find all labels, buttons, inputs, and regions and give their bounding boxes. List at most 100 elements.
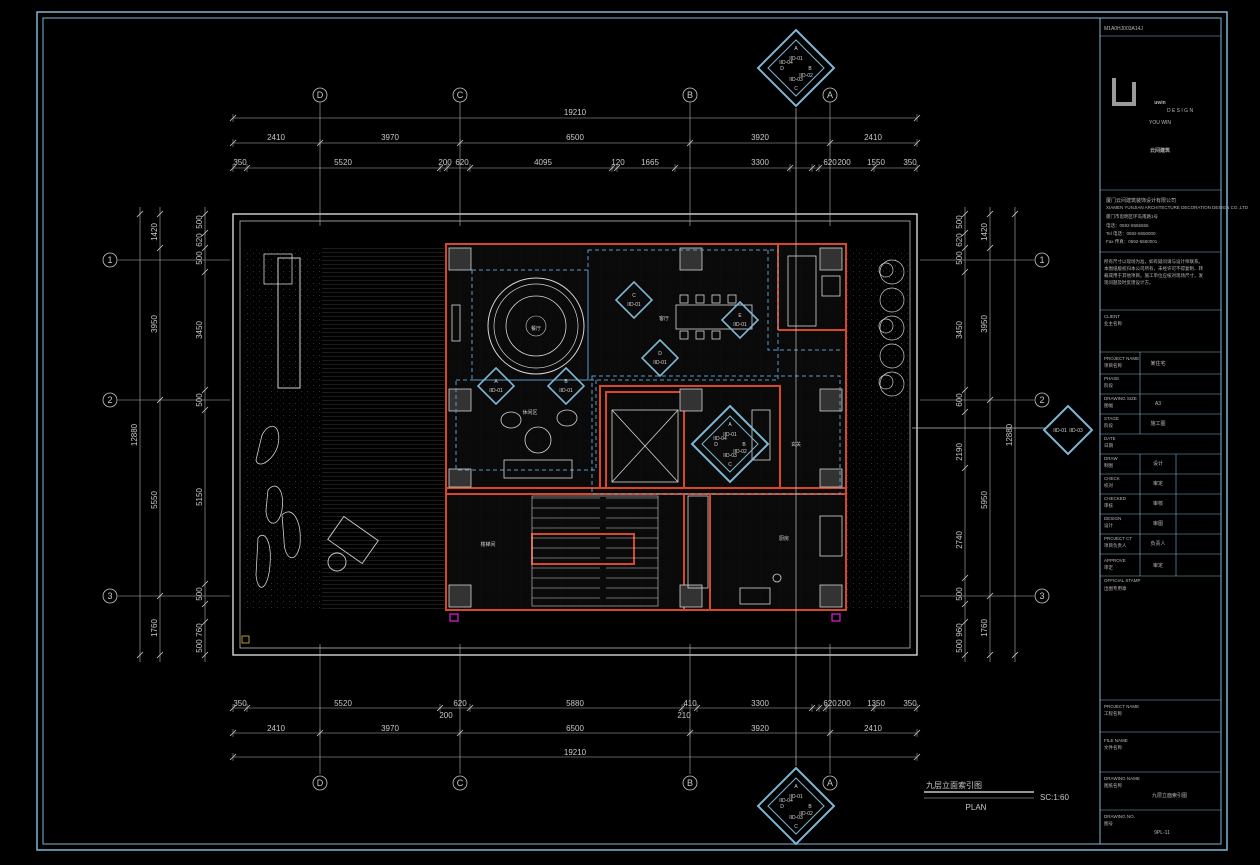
dim-top-row2: 6500 xyxy=(566,133,584,142)
tb-row-label: DRAWING SIZE xyxy=(1104,396,1137,401)
tb-drawing-name-label-cn: 图纸名称 xyxy=(1104,782,1122,789)
dim-bottom-row1: 350 xyxy=(903,699,917,708)
tb-drawing-no-label-cn: 图号 xyxy=(1104,821,1113,827)
plan-title-lines xyxy=(924,791,1034,799)
dim-top-row2: 2410 xyxy=(864,133,882,142)
tb-logo-cn: 云间建筑 xyxy=(1150,147,1170,154)
dim-bottom-row1: 3300 xyxy=(751,699,769,708)
room-dining: 餐厅 xyxy=(531,325,541,332)
marker-center-letter: D xyxy=(714,442,718,448)
tb-company-en: XIAMEN YUNJIAN ARCHITECTURE DECORATION D… xyxy=(1106,205,1249,210)
dim-top-row3: 200 xyxy=(837,158,851,167)
tb-row-value: 设计 xyxy=(1153,460,1163,467)
walls xyxy=(445,243,847,611)
dim-right-mid: 1420 xyxy=(980,223,989,241)
tb-pname-label-cn: 工程名称 xyxy=(1104,710,1122,717)
marker-small-letter: E xyxy=(738,313,742,319)
tb-row-label: PHASE xyxy=(1104,376,1119,381)
tb-row-label-cn: 项目负责人 xyxy=(1104,542,1127,549)
marker-small-code: IID-01 xyxy=(627,302,641,308)
dim-left-inner: 620 xyxy=(195,233,204,247)
tb-stamp-label: OFFICIAL STAMP xyxy=(1104,578,1141,583)
dim-left-inner: 500 xyxy=(195,215,204,229)
axis-label-row: 3 xyxy=(107,591,112,601)
dim-left-mid: 1420 xyxy=(150,223,159,241)
dim-right-inner: 620 xyxy=(955,233,964,247)
dim-left-inner: 500 xyxy=(195,251,204,265)
small-markers xyxy=(476,280,760,406)
dim-top-row3: 1550 xyxy=(867,158,885,167)
tb-file-label: FILE NAME xyxy=(1104,738,1128,743)
dim-bottom-row1: 5880 xyxy=(566,699,584,708)
room-lounge: 休闲区 xyxy=(522,409,537,416)
axis-label-row: 2 xyxy=(1039,395,1044,405)
marker-center-letter: C xyxy=(728,462,732,468)
dim-bottom-row1: 1350 xyxy=(867,699,885,708)
tb-row-label-cn: 设计 xyxy=(1104,522,1113,529)
index-marker-top xyxy=(756,28,836,108)
marker-center-letter: B xyxy=(742,442,746,448)
room-entrance: 玄关 xyxy=(791,441,801,448)
tb-row-label: PROJECT CT xyxy=(1104,536,1132,541)
garden-terrace xyxy=(242,248,908,610)
marker-top-letter: A xyxy=(794,46,798,52)
dim-total-top: 19210 xyxy=(564,108,587,117)
dim-right-inner: 600 xyxy=(955,393,964,407)
grid-lines xyxy=(118,102,1034,774)
dim-bottom-row1: 410 xyxy=(683,699,697,708)
plan-title: 九层立面索引图 xyxy=(926,780,982,790)
dim-left-inner: 500 xyxy=(195,393,204,407)
marker-top-code: IID-04 xyxy=(779,60,793,66)
tb-row-value: A3 xyxy=(1155,401,1161,407)
marker-small-code: IID-01 xyxy=(653,360,667,366)
dim-top-row3: 620 xyxy=(823,158,837,167)
tb-drawing-name-label: DRAWING NAME xyxy=(1104,776,1140,781)
tb-notes: 所有尺寸以现场为准，如有疑问请与设计师联系。本图纸版权归本公司所有，未经许可不得… xyxy=(1104,259,1203,285)
marker-small-letter: A xyxy=(494,379,498,385)
dim-left-mid: 3950 xyxy=(150,315,159,333)
tb-row-value: 审图 xyxy=(1153,520,1163,527)
marker-small-letter: B xyxy=(564,379,568,385)
dim-top-row2: 2410 xyxy=(267,133,285,142)
index-marker-side xyxy=(1042,404,1094,456)
dim-top-row3: 4095 xyxy=(534,158,552,167)
dim-right-inner: 500 xyxy=(955,587,964,601)
axis-label-row: 1 xyxy=(107,255,112,265)
tb-logo-en: YOU WIN xyxy=(1149,120,1171,126)
logo-mark xyxy=(1112,78,1136,106)
dim-right-mid: 1760 xyxy=(980,619,989,637)
axis-label-row: 1 xyxy=(1039,255,1044,265)
tb-logo: uwin xyxy=(1154,100,1165,106)
dim-left-total: 12880 xyxy=(130,423,139,446)
tb-row-label: DRAW xyxy=(1104,456,1118,461)
marker-small-code: IID-01 xyxy=(733,322,747,328)
dim-right-inner: 2190 xyxy=(955,443,964,461)
tb-client-label: CLIENT xyxy=(1104,314,1120,319)
dim-bottom-sub: 200 xyxy=(439,711,453,720)
dim-bottom-row1: 350 xyxy=(233,699,247,708)
marker-center-code: IID-03 xyxy=(723,453,737,459)
tb-row-value: 审定 xyxy=(1153,480,1163,487)
dim-bottom-sub: 210 xyxy=(677,711,691,720)
marker-small-letter: D xyxy=(658,351,662,357)
site-boundary xyxy=(232,213,918,656)
plan-scale: SC:1:60 xyxy=(1040,793,1069,802)
axis-label-row: 3 xyxy=(1039,591,1044,601)
tb-file-label-cn: 文件名称 xyxy=(1104,744,1122,751)
tb-row-label-cn: 项目名称 xyxy=(1104,362,1122,369)
dim-bottom-row1: 620 xyxy=(823,699,837,708)
tb-drawing-no-value: 9PL-11 xyxy=(1154,830,1170,836)
marker-bottom-code: IID-03 xyxy=(789,815,803,821)
dim-right-inner: 2740 xyxy=(955,531,964,549)
marker-top-code: IID-01 xyxy=(789,56,803,62)
dim-right-mid: 3950 xyxy=(980,315,989,333)
tb-row-label-cn: 阶段 xyxy=(1104,382,1113,389)
dining-table xyxy=(487,277,585,375)
tb-phone: 电话：0592-5555555 xyxy=(1106,222,1149,229)
marker-bottom-code: IID-02 xyxy=(799,811,813,817)
dim-bottom-row2: 2410 xyxy=(864,724,882,733)
tb-row-value: 施工图 xyxy=(1150,420,1165,427)
tb-row-value: 审核 xyxy=(1153,500,1163,507)
